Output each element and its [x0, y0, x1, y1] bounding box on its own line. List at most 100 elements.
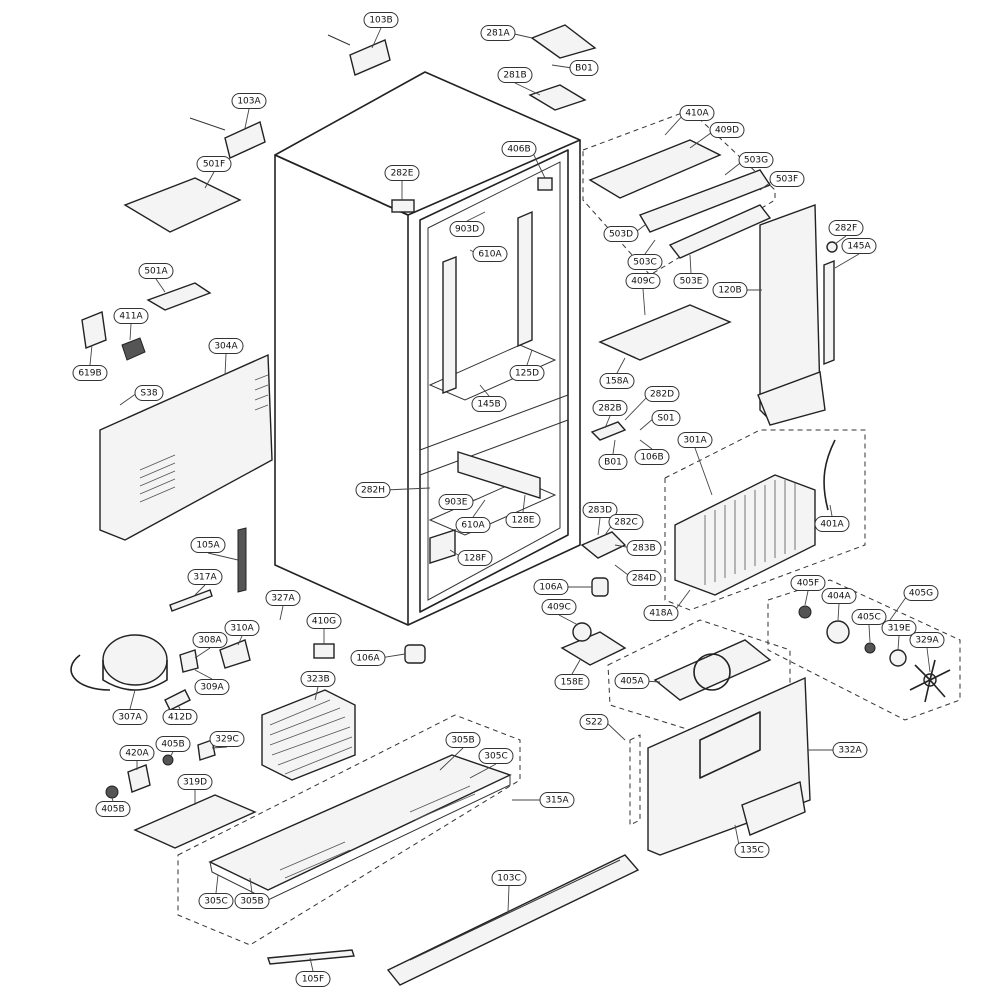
callout-411a: 411A [113, 308, 149, 324]
callout-128f: 128F [457, 550, 493, 566]
callout-label: 323B [306, 675, 329, 685]
grommet-405b-2 [162, 754, 174, 766]
rear-cover-135c [741, 781, 806, 836]
callout-158a: 158A [599, 373, 635, 389]
callout-bubble [457, 550, 493, 566]
callout-bubble [155, 736, 191, 752]
rear-cover-opening [699, 711, 761, 779]
callout-503f: 503F [769, 171, 805, 187]
callout-bubble [363, 12, 399, 28]
callout-329a: 329A [909, 632, 945, 648]
callout-label: 284D [632, 574, 656, 584]
callout-label: 405B [161, 740, 184, 750]
callout-bubble [634, 449, 670, 465]
knob-409c [572, 622, 592, 642]
condenser-323b [261, 689, 356, 781]
callout-105a: 105A [190, 537, 226, 553]
relay-308a [179, 649, 199, 673]
part-callouts: 103B281AB01281B103A410A409D406B503G501F2… [72, 12, 945, 987]
callout-label: 329A [915, 636, 939, 646]
callout-319e: 319E [881, 620, 917, 636]
callout-label: 120B [718, 286, 741, 296]
fan-shroud-405a [653, 639, 772, 701]
callout-bubble [627, 254, 663, 270]
callout-s01: S01 [651, 410, 681, 426]
callout-bubble [265, 590, 301, 606]
fan-hub-319e [889, 649, 907, 667]
callout-bubble [177, 774, 213, 790]
hinge-cover-103a [224, 121, 266, 159]
cabinet-inner-liner [419, 149, 569, 613]
defrost-heater-401a [823, 439, 836, 511]
callout-label: 105A [196, 541, 220, 551]
callout-412d: 412D [162, 709, 198, 725]
callout-bubble [599, 373, 635, 389]
callout-label: 503F [776, 175, 798, 185]
callout-282b: 282B [592, 400, 628, 416]
callout-301a: 301A [677, 432, 713, 448]
callout-125d: 125D [509, 365, 545, 381]
callout-label: 158E [561, 678, 584, 688]
callout-405a: 405A [614, 673, 650, 689]
callout-bubble [651, 410, 681, 426]
callout-bubble [449, 221, 485, 237]
callout-label: 281B [503, 71, 526, 81]
callout-bubble [814, 516, 850, 532]
lower-block [429, 529, 456, 564]
fan-motor-404a [826, 620, 850, 644]
grommet-405b [105, 785, 119, 799]
duct-rail-145a [823, 259, 835, 366]
callout-bubble [734, 842, 770, 858]
callout-bubble [300, 671, 336, 687]
machine-compartment-group-outline [177, 714, 521, 946]
callout-label: 125D [515, 369, 539, 379]
callout-label: S38 [140, 389, 157, 399]
callout-282c: 282C [608, 514, 644, 530]
callout-label: 405B [101, 805, 124, 815]
callout-bubble [471, 396, 507, 412]
top-hinge-cover [537, 177, 553, 191]
callout-305c: 305C [198, 893, 234, 909]
callout-label: 418A [649, 609, 673, 619]
callout-bubble [709, 122, 745, 138]
callout-label: 332A [838, 746, 862, 756]
callout-bubble [603, 226, 639, 242]
callout-bubble [112, 709, 148, 725]
callout-label: 145A [847, 242, 871, 252]
machine-compartment-parts [70, 527, 512, 901]
compressor-cord [70, 654, 111, 691]
callout-bubble [234, 893, 270, 909]
callout-323b: 323B [300, 671, 336, 687]
callout-label: 282F [835, 224, 857, 234]
callout-label: 158A [605, 377, 629, 387]
shelf-158a [598, 304, 732, 361]
callout-label: 301A [683, 436, 707, 446]
callout-315a: 315A [539, 792, 575, 808]
toe-grille-103c [386, 854, 640, 986]
callout-s38: S38 [134, 385, 164, 401]
callout-610a: 610A [472, 246, 508, 262]
callout-label: 409C [547, 603, 570, 613]
callout-405b: 405B [95, 801, 131, 817]
ice-maker-group-outline [582, 109, 776, 276]
callout-503e: 503E [673, 273, 709, 289]
callout-bubble [190, 537, 226, 553]
top-right-parts [528, 24, 838, 426]
callout-label: 128E [512, 516, 535, 526]
callout-bubble [306, 613, 342, 629]
callout-label: 106B [640, 453, 663, 463]
callout-label: 307A [118, 713, 142, 723]
callout-282d: 282D [644, 386, 680, 402]
callout-label: 503E [680, 277, 703, 287]
sensor-282f [826, 241, 838, 253]
callout-503d: 503D [603, 226, 639, 242]
callout-label: 410A [685, 109, 709, 119]
fan-motor-group-outline [767, 579, 961, 721]
callout-bubble [350, 650, 386, 666]
rear-machine-cover [647, 676, 811, 856]
callout-label: 903E [445, 498, 468, 508]
callout-label: 308A [198, 636, 222, 646]
callout-bubble [626, 570, 662, 586]
callout-label: 404A [827, 592, 851, 602]
callout-label: 329C [215, 735, 238, 745]
